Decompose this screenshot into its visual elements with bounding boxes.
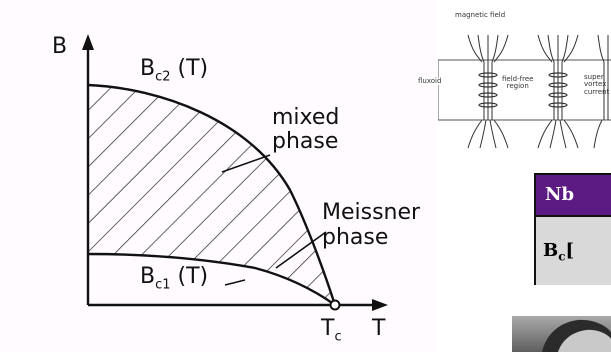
- fluxoid-label: fluxoid: [418, 78, 441, 85]
- phase-diagram-panel: B T Bc2 (T) mixed phase Meissner phase B…: [0, 0, 438, 352]
- bc2-label: Bc2 (T): [140, 58, 208, 83]
- y-axis-arrow: [82, 34, 94, 50]
- table-header: Nb: [536, 175, 611, 217]
- portrait-photo: [512, 316, 611, 352]
- mixed-label-line1: mixed: [272, 107, 339, 129]
- tc-point: [331, 301, 340, 310]
- meissner-label-line2: phase: [322, 227, 388, 249]
- x-axis-label: T: [372, 318, 385, 340]
- nb-table: Nb Bc[: [534, 173, 611, 285]
- tc-label: Tc: [321, 318, 342, 343]
- x-axis-arrow: [372, 299, 388, 311]
- bc1-label: Bc1 (T): [140, 266, 208, 291]
- meissner-label-line1: Meissner: [322, 202, 420, 224]
- table-row: Bc[: [536, 217, 611, 285]
- y-axis-label: B: [52, 36, 67, 58]
- portrait-photo-shape: [512, 316, 611, 352]
- mixed-label-line2: phase: [272, 131, 338, 153]
- supercurrent-label: super vortex current: [584, 74, 609, 96]
- bc1-leader-line: [225, 280, 245, 285]
- flux-title: magnetic field: [455, 12, 505, 19]
- field-free-label: field-free region: [502, 76, 533, 91]
